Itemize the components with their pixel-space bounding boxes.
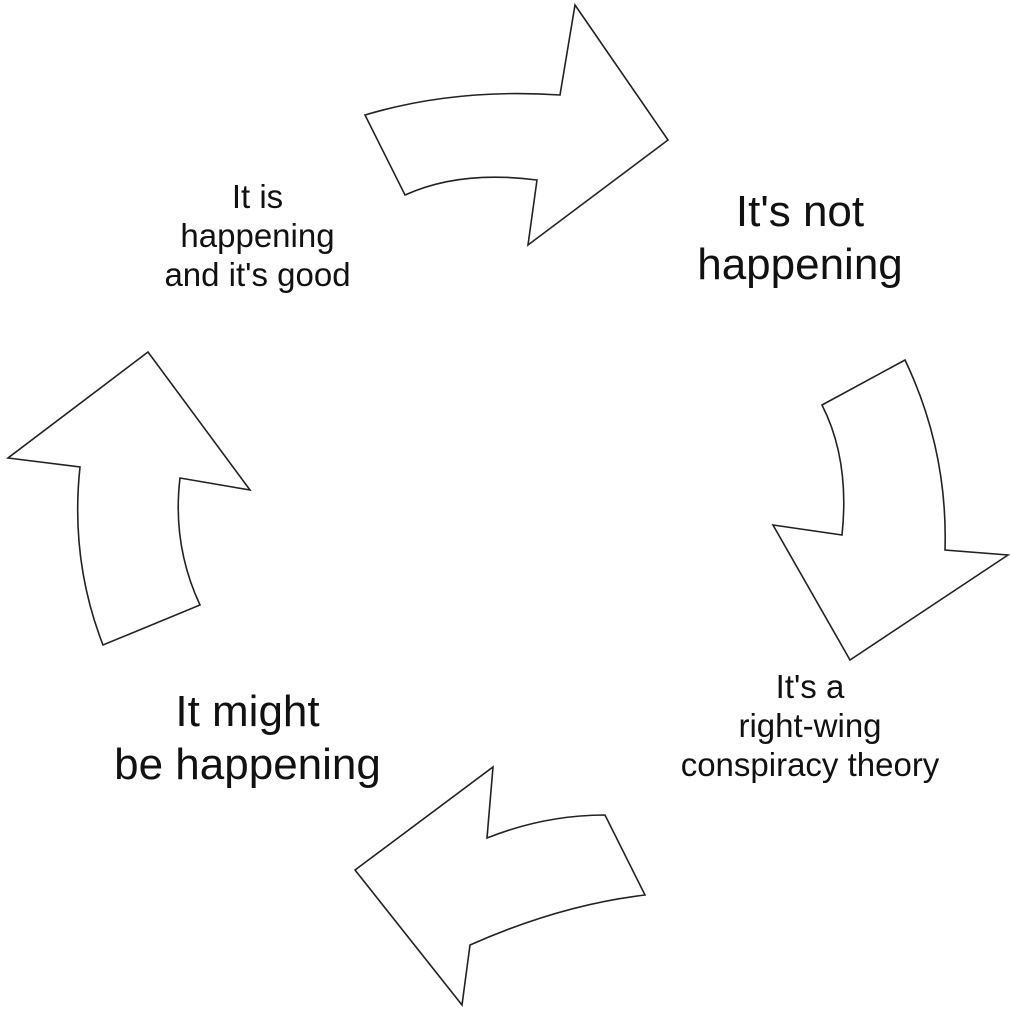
label-line: It's not: [735, 187, 865, 236]
label-it-is-happening-and-good: It is happening and it's good: [120, 178, 395, 295]
arrow-top-icon: [363, 2, 670, 247]
label-it-might-be-happening: It might be happening: [60, 686, 435, 792]
label-line: and it's good: [164, 255, 351, 293]
label-line: It's a: [775, 668, 845, 705]
label-line: happening: [180, 216, 335, 254]
label-its-not-happening: It's not happening: [640, 186, 960, 292]
label-line: It might: [175, 687, 320, 736]
label-line: right-wing: [738, 706, 882, 744]
arrow-bottom-icon: [353, 765, 647, 1007]
arrow-right-icon: [771, 358, 1010, 662]
label-line: It is: [231, 178, 284, 215]
arrow-left-icon: [5, 350, 252, 647]
label-line: conspiracy theory: [680, 745, 940, 783]
label-line: be happening: [114, 739, 381, 789]
label-right-wing-conspiracy-theory: It's a right-wing conspiracy theory: [620, 668, 1000, 785]
label-line: happening: [697, 239, 903, 289]
